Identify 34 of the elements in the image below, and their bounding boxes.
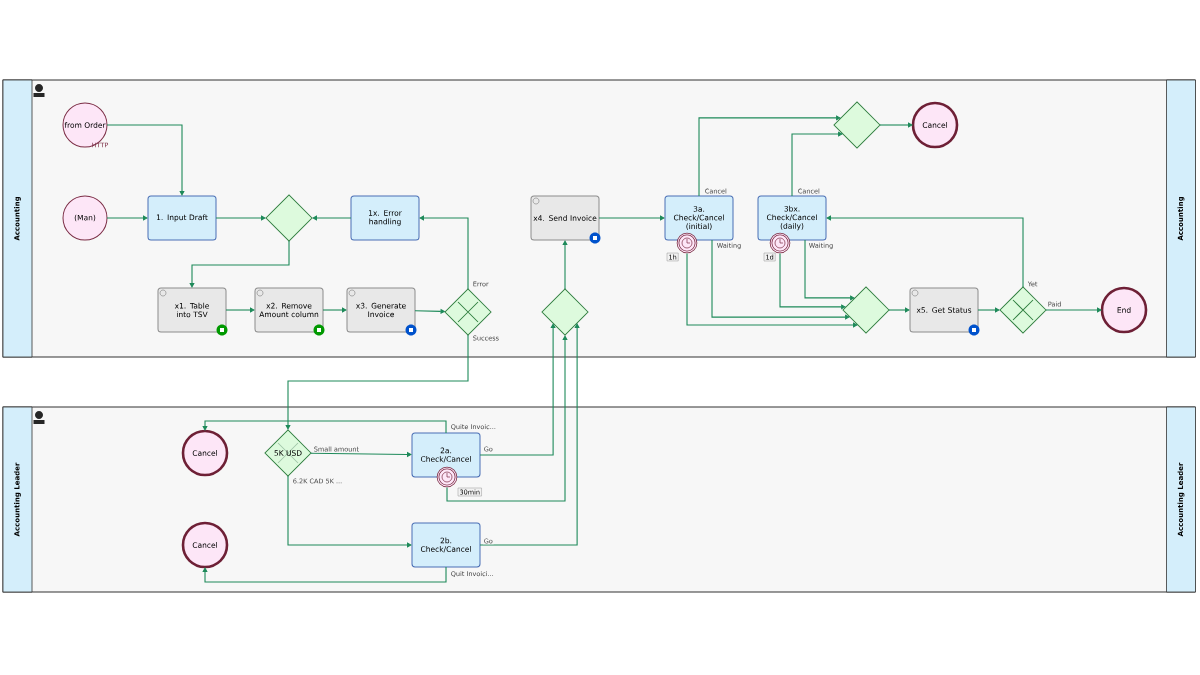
- arrow: [202, 566, 447, 583]
- arrow: [106, 124, 185, 196]
- timer-event: [436, 466, 458, 488]
- arrow: [285, 334, 469, 430]
- arrow: [322, 307, 347, 313]
- gateway-diamond: [265, 194, 313, 242]
- gateway-diamond: [833, 101, 881, 149]
- arrow: [287, 475, 412, 548]
- arrow: [312, 215, 352, 221]
- gateway-diamond: [444, 288, 492, 336]
- timer-event: [676, 232, 698, 254]
- arrow: [826, 215, 1024, 288]
- arrow: [189, 240, 290, 288]
- arrow: [106, 215, 148, 221]
- arrow: [215, 215, 266, 221]
- arrow: [1045, 307, 1102, 313]
- arrow: [202, 420, 447, 434]
- arrow: [419, 215, 469, 290]
- timer-event: [769, 232, 791, 254]
- arrow: [711, 239, 850, 320]
- arrow: [598, 215, 665, 221]
- arrow: [791, 131, 843, 197]
- arrow: [562, 240, 568, 290]
- gateway-diamond: [999, 286, 1047, 334]
- arrow: [698, 115, 841, 197]
- gateway-diamond: [842, 286, 890, 334]
- arrow: [446, 335, 568, 502]
- arrow: [977, 307, 1000, 313]
- arrow: [686, 252, 858, 328]
- arrow: [879, 122, 913, 128]
- arrow: [888, 307, 910, 313]
- arrow: [479, 323, 556, 456]
- gateway-diamond: [541, 288, 589, 336]
- arrow: [225, 307, 255, 313]
